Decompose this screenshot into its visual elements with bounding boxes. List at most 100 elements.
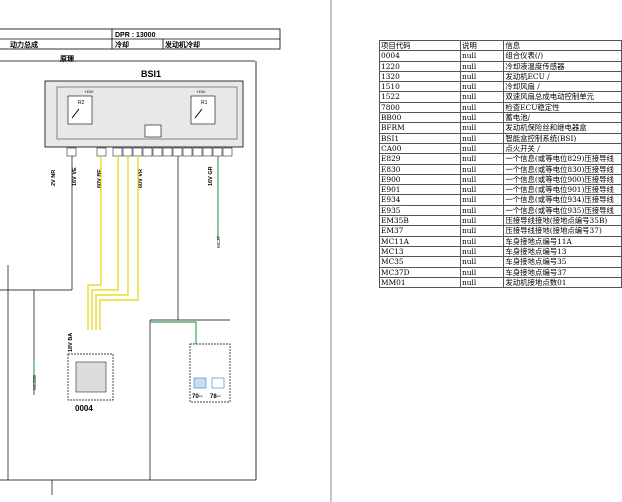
legend-info-cell: 一个信息(或等电位900)压接导线 [503,173,622,186]
legend-code-cell: E934 [379,194,461,206]
relay-r2 [67,95,93,125]
legend-info-cell: 一个信息(或等电位935)压接导线 [503,204,622,217]
legend-desc-cell: null [459,132,505,144]
legend-info-cell: 车身接地点编号35 [503,256,622,268]
section-label: 动力总成 [10,40,38,49]
fuse-top-left: +15V [84,89,94,94]
legend-code-cell: MC37D [379,266,461,278]
legend-code-cell: 0004 [379,50,461,62]
legend-desc-cell: null [459,163,505,175]
relay-r2-label: R2 [78,100,85,106]
wire-60v-be: 60V BE [97,169,103,188]
legend-code-cell: EM37 [379,225,461,237]
legend-code-cell: MC13 [379,245,461,258]
legend-desc-cell: null [459,235,505,247]
connector-0004-body [75,361,107,393]
legend-info-cell: 车身接地点编号37 [503,266,622,278]
legend-desc-cell: null [459,112,505,124]
connector-0004-label: 0004 [75,404,93,413]
wire-18v-ba: 18V BA [68,333,74,352]
legend-desc-cell: null [459,256,505,268]
wire-16v-ve: 16V VE [72,167,78,186]
legend-desc-cell: null [459,60,505,72]
legend-info-cell: 发动机保险丝和继电器盒 [503,122,622,134]
legend-info-cell: 发动机ECU / [503,70,622,83]
legend-code-cell: BSI1 [379,132,461,144]
relay-r1-label: R1 [201,100,208,106]
legend-code-cell: E900 [379,173,461,186]
legend-info-cell: 发动机接地点数01 [503,276,622,289]
legend-desc-cell: null [459,225,505,237]
legend-info-cell: 一个信息(或等电位829)压接导线 [503,153,622,165]
bsi1-inner [56,86,238,140]
module-title: BSI1 [141,69,161,79]
bsi-control-chip [144,124,162,138]
legend-code-cell: BFRM [379,122,461,134]
legend-code-cell: 7800 [379,101,461,114]
legend-code-cell: 1510 [379,81,461,93]
legend-info-cell: 双速风扇总成电动控制单元 [503,91,622,103]
legend-info-cell: 点火开关 / [503,142,622,155]
esp-connector-box [189,343,231,403]
legend-code-cell: 1220 [379,60,461,72]
legend-info-cell: 压接导线接地(接地点编号37) [503,225,622,237]
legend-info-cell: 冷却液温度传感器 [503,60,622,72]
legend-header-desc: 说明 [459,39,505,52]
legend-desc-cell: null [459,266,505,278]
wire-60v-vr: 60V VR [138,169,144,188]
legend-header-row: 项目代码 说明 信息 [379,39,622,52]
legend-desc-cell: null [459,194,505,206]
legend-info-cell: 组合仪表(/) [503,50,622,62]
legend-desc-cell: null [459,101,505,114]
title-block [0,28,281,62]
legend-code-cell: 1320 [379,70,461,83]
legend-info-cell: 冷却风扇 / [503,81,622,93]
legend-desc-cell: null [459,153,505,165]
green-wires [33,156,219,390]
bsi-connector-pins [66,147,233,157]
black-wires [0,156,256,495]
legend-code-cell: EM35B [379,215,461,227]
legend-info-cell: 检查ECU稳定性 [503,101,622,114]
wire-2v-nr: 2V NR [51,170,57,186]
relay-r1 [190,95,216,125]
legend-info-cell: 一个信息(或等电位901)压接导线 [503,184,622,196]
legend-desc-cell: null [459,122,505,134]
relay-r1-switch [194,108,203,119]
legend-desc-cell: null [459,142,505,155]
bottom-label-70: 70-- [192,394,203,400]
yellow-wires [87,156,139,330]
legend-code-cell: 1522 [379,91,461,103]
legend-header-info: 信息 [503,39,622,52]
relay-r2-switch [71,108,80,119]
legend-code-cell: MM01 [379,276,461,289]
fuse-top-right: +15V [196,89,206,94]
legend-info-cell: 一个信息(或等电位830)压接导线 [503,163,622,175]
legend-info-cell: 一个信息(或等电位934)压接导线 [503,194,622,206]
dpr-label: DPR : 13000 [115,32,156,39]
ground-mc35b-label: MC35B [32,375,37,390]
legend-desc-cell: null [459,50,505,62]
legend-code-cell: E901 [379,184,461,196]
legend-info-cell: 车身接地点编号11A [503,235,622,247]
subsection-b-label: 发动机冷却 [164,40,200,49]
